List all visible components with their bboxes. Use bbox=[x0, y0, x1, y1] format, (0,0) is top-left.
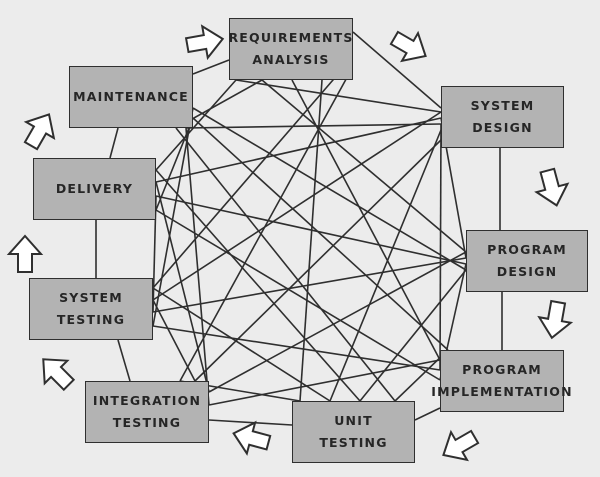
ring-connector-line bbox=[192, 59, 230, 75]
flow-arrow-icon bbox=[42, 358, 76, 392]
flow-arrow-icon bbox=[389, 30, 427, 63]
connection-line bbox=[261, 79, 467, 253]
connection-line bbox=[185, 123, 442, 129]
connection-line bbox=[235, 79, 442, 113]
connection-line bbox=[152, 325, 441, 371]
flow-arrow-icon bbox=[534, 167, 570, 207]
flow-arrow-icon bbox=[537, 299, 574, 340]
ring-connector-line bbox=[109, 127, 119, 159]
connection-line bbox=[291, 79, 441, 361]
node-maintenance: MAINTENANCE bbox=[69, 66, 193, 128]
node-requirements-analysis: REQUIREMENTS ANALYSIS bbox=[228, 18, 353, 80]
connection-line bbox=[185, 127, 210, 406]
connection-line bbox=[152, 107, 194, 327]
connection-line bbox=[155, 79, 237, 171]
connection-line bbox=[152, 111, 442, 301]
connection-line bbox=[192, 107, 467, 271]
connection-line bbox=[155, 195, 467, 265]
node-system-testing: SYSTEM TESTING bbox=[29, 278, 153, 340]
flow-arrow-icon bbox=[442, 429, 480, 462]
node-program-design: PROGRAM DESIGN bbox=[466, 230, 588, 292]
connection-line bbox=[152, 299, 196, 382]
node-system-design: SYSTEM DESIGN bbox=[441, 86, 564, 148]
connection-line bbox=[152, 287, 331, 402]
node-unit-testing: UNIT TESTING bbox=[292, 401, 415, 463]
connection-line bbox=[155, 181, 210, 393]
connection-line bbox=[175, 127, 396, 402]
connection-line bbox=[208, 251, 467, 393]
node-program-implementation: PROGRAM IMPLEMENTATION bbox=[431, 350, 572, 412]
ring-connector-line bbox=[117, 339, 131, 382]
connection-line bbox=[155, 169, 361, 402]
ring-connector-line bbox=[352, 31, 442, 109]
connection-line bbox=[192, 117, 449, 351]
connection-line bbox=[394, 349, 449, 402]
connection-line bbox=[439, 123, 442, 371]
connection-line bbox=[208, 359, 441, 406]
flow-arrow-icon bbox=[232, 420, 272, 456]
connection-line bbox=[152, 257, 467, 313]
flow-arrow-icon bbox=[184, 24, 225, 61]
ring-connector-line bbox=[414, 407, 441, 421]
connection-line bbox=[155, 117, 194, 211]
connection-line bbox=[194, 139, 442, 382]
connection-line bbox=[155, 209, 441, 381]
ring-connector-line bbox=[208, 419, 293, 426]
connection-line bbox=[155, 117, 442, 183]
flow-arrow-icon bbox=[6, 234, 44, 273]
flow-arrow-icon bbox=[23, 113, 56, 151]
connection-line bbox=[299, 79, 323, 402]
node-delivery: DELIVERY bbox=[33, 158, 156, 220]
node-integration-testing: INTEGRATION TESTING bbox=[85, 381, 209, 443]
